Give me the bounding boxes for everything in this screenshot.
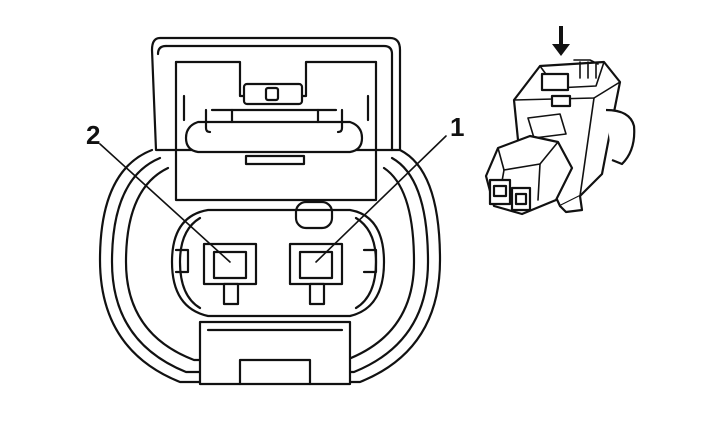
key-tab <box>294 200 334 230</box>
terminal-1 <box>288 242 344 306</box>
housing-top-inner <box>164 44 394 152</box>
terminal-cavity <box>170 208 386 318</box>
pin-2-label: 2 <box>86 120 100 150</box>
leader-line-pin-2 <box>99 143 231 263</box>
latch-frame <box>174 60 378 202</box>
pin-1-label: 1 <box>450 112 464 142</box>
connector-isometric-view <box>484 26 636 216</box>
latch-bar <box>184 120 364 154</box>
terminal-2 <box>202 242 258 306</box>
leader-line-pin-1 <box>315 135 447 263</box>
down-arrow-icon <box>552 26 570 56</box>
housing-oval-ring-2 <box>110 156 430 374</box>
connector-face-view: 2 1 <box>86 36 464 386</box>
bottom-lock <box>198 320 352 386</box>
